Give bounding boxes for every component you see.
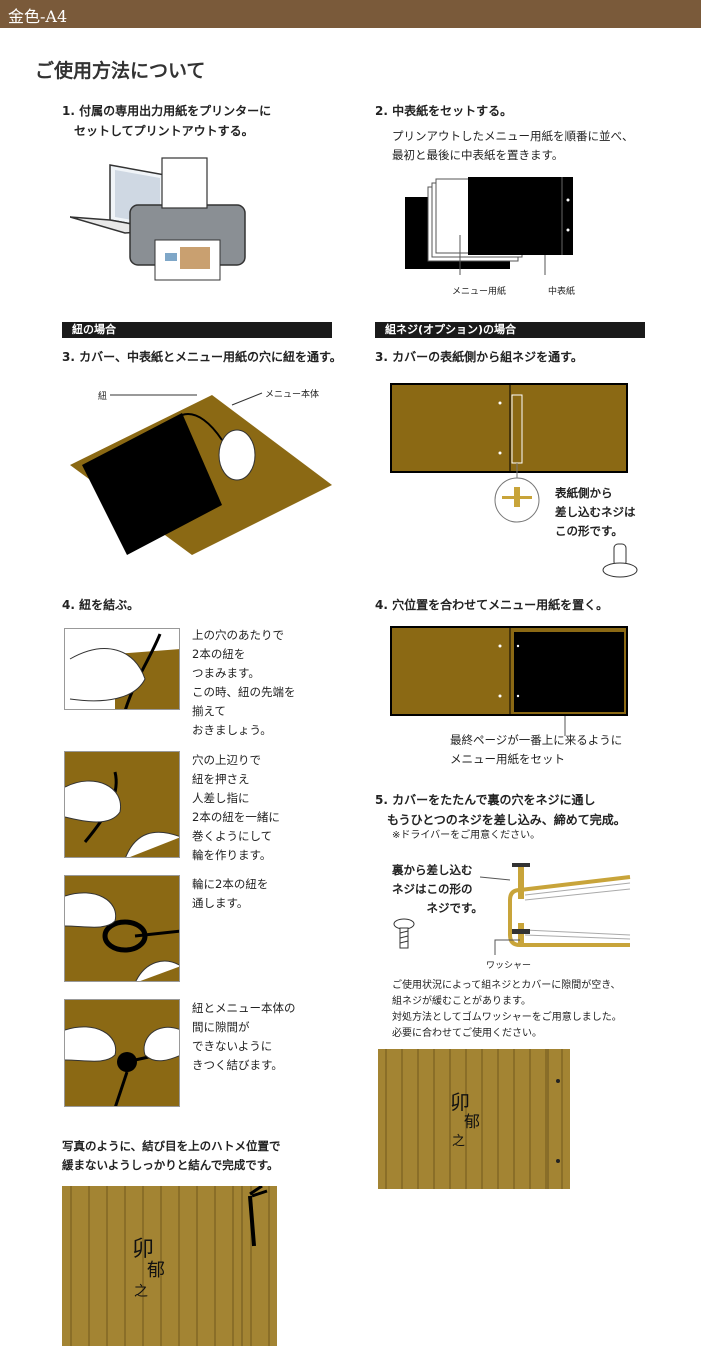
label-washer: ワッシャー	[486, 961, 532, 971]
page-title: ご使用方法について	[35, 60, 206, 82]
screw-caution-text: ご使用状況によって組ネジとカバーに隙間が空き、 組ネジが緩むことがあります。 対…	[392, 980, 622, 1039]
string-step3-heading: 3. カバー、中表紙とメニュー用紙の穴に紐を通す。	[62, 350, 342, 364]
tie-step4-illustration	[64, 999, 180, 1107]
folded-cover-illustration	[480, 863, 631, 955]
screw-step5-subnote: ※ドライバーをご用意ください。	[392, 830, 541, 841]
screw-section-bar: 組ネジ(オプション)の場合	[375, 322, 645, 338]
product-title: 金色-A4	[8, 7, 68, 26]
svg-text:郁: 郁	[464, 1112, 480, 1131]
tie-step2-text: 穴の上辺りで 紐を押さえ 人差し指に 2本の紐を一緒に 巻くようにして 輪を作り…	[192, 753, 280, 862]
step2-description: プリンアウトしたメニュー用紙を順番に並べ、 最初と最後に中表紙を置きます。	[392, 129, 634, 162]
menu-placement-note: 最終ページが一番上に来るように メニュー用紙をセット	[450, 733, 623, 766]
string-step4-heading: 4. 紐を結ぶ。	[62, 598, 140, 612]
label-inner-cover: 中表紙	[548, 287, 576, 297]
menu-placement-illustration	[390, 626, 628, 716]
back-screw-icon	[393, 918, 415, 949]
tie-step1-text: 上の穴のあたりで 2本の紐を つまみます。 この時、紐の先端を 揃えて おきまし…	[192, 628, 296, 737]
screw-insert-illustration	[390, 383, 628, 523]
screw-step5-heading: 5. カバーをたたんで裏の穴をネジに通し もうひとつのネジを差し込み、締めて完成…	[375, 793, 626, 827]
string-threading-illustration	[70, 392, 332, 555]
step1-heading: 1. 付属の専用出力用紙をプリンターに セットしてプリントアウトする。	[62, 104, 272, 138]
tie-step3-illustration	[64, 875, 180, 982]
placement-leader-line	[564, 716, 566, 736]
back-screw-note: 裏から差し込む ネジはこの形の ネジです。	[392, 863, 483, 915]
front-screw-icon	[602, 543, 638, 578]
screw-step3-heading: 3. カバーの表紙側から組ネジを通す。	[375, 350, 583, 364]
tie-step1-illustration	[64, 628, 180, 710]
step2-heading: 2. 中表紙をセットする。	[375, 104, 513, 118]
svg-text:之: 之	[134, 1284, 148, 1300]
svg-text:卯: 卯	[132, 1237, 154, 1262]
svg-text:之: 之	[452, 1134, 465, 1149]
tie-step2-illustration	[64, 751, 180, 858]
label-string: 紐	[98, 392, 108, 402]
label-menu-paper: メニュー用紙	[452, 287, 507, 297]
svg-text:郁: 郁	[147, 1260, 165, 1281]
printer-illustration	[70, 157, 246, 281]
string-final-text: 写真のように、結び目を上のハトメ位置で 緩まないようしっかりと結んで完成です。	[62, 1139, 281, 1172]
screw-step4-heading: 4. 穴位置を合わせてメニュー用紙を置く。	[375, 598, 609, 612]
label-menu-body: メニュー本体	[265, 390, 320, 400]
tie-step3-text: 輪に2本の紐を 通します。	[192, 877, 269, 910]
tie-step4-text: 紐とメニュー本体の 間に隙間が できないように きつく結びます。	[192, 1001, 296, 1072]
inner-cover-illustration	[405, 177, 573, 275]
finished-screw-menu-photo: 卯 郁 之	[378, 1049, 570, 1189]
svg-text:卯: 卯	[450, 1090, 470, 1114]
screw-shape-note: 表紙側から 差し込むネジは この形です。	[555, 486, 636, 538]
string-section-bar: 紐の場合	[62, 322, 332, 338]
top-header-bar	[0, 0, 701, 28]
finished-string-menu-photo: 卯 郁 之	[62, 1186, 277, 1346]
